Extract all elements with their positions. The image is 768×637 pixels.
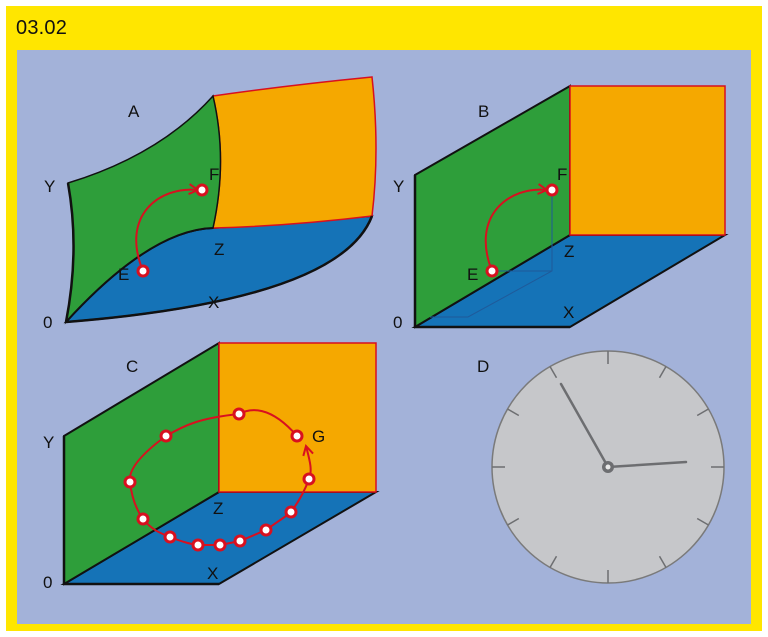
panel-a-f-label: F [209,165,219,184]
panel-c-loop-point [284,505,298,519]
clock-pivot-center [605,464,611,470]
panel-c-x-label: X [207,564,218,583]
panel-b-origin-label: 0 [393,313,402,332]
panel-a-z-edge [65,227,214,323]
panel-d-label: D [477,357,489,376]
clock-tick [658,366,667,379]
panel-c-y-label: Y [43,433,54,452]
panel-b-point-e [485,264,499,278]
panel-b-point-f [545,183,559,197]
clock-tick [696,517,709,526]
panel-a-point-f [195,183,209,197]
panel-c-orange-face [218,342,377,493]
panel-a-e-label: E [118,265,129,284]
panel-c-loop-path [128,409,311,546]
panel-c-g-label: G [312,427,325,446]
panel-a-x-label: X [208,293,219,312]
panel-c-loop-point [302,472,316,486]
panel-c-loop-point [123,475,137,489]
panel-a: A Y 0 Z X E F [43,76,377,332]
panel-a-z-label: Z [214,240,224,259]
panel-b-f-label: F [557,165,567,184]
panel-d: D [477,350,725,584]
panel-c-loop-point [259,523,273,537]
panel-a-origin-label: 0 [43,313,52,332]
panel-c-loop-point [213,538,227,552]
clock-tick [507,517,520,526]
panel-c-origin-label: 0 [43,573,52,592]
clock-tick [658,555,667,568]
panel-c-z-label: Z [213,499,223,518]
panel-b-y-label: Y [393,177,404,196]
panel-a-x-edge [65,215,374,324]
panel-c-label: C [126,357,138,376]
panel-c-loop-points [123,407,316,552]
panel-b: B Y 0 Z X E F [393,84,729,332]
panel-c-loop-point [159,429,173,443]
panel-a-y-label: Y [44,177,55,196]
clock-tick [549,555,558,568]
panel-b-x-label: X [563,303,574,322]
clock-short-hand [606,460,688,469]
panel-b-projection-lines [430,190,553,318]
panel-c-loop-point [191,538,205,552]
panel-b-label: B [478,102,489,121]
panel-a-point-e [136,264,150,278]
panel-c-loop-point [290,429,304,443]
panel-b-path-arrow [484,190,547,272]
panel-a-y-axis [64,182,75,323]
panel-c-loop-point [232,407,246,421]
panel-b-orange-face [569,85,726,236]
panel-c: C Y 0 Z X G [43,341,380,592]
panel-a-path-arrow [135,190,198,272]
panel-c-loop-point [163,530,177,544]
panel-b-e-label: E [467,265,478,284]
panel-c-loop-point [136,512,150,526]
clock-ticks [492,351,724,583]
clock-long-hand [559,382,610,469]
panel-a-label: A [128,102,140,121]
panel-c-loop-point [233,534,247,548]
clock-tick [507,408,520,417]
figure-number: 03.02 [16,17,68,39]
panel-b-z-label: Z [564,242,574,261]
clock-tick [696,408,709,417]
clock-tick [549,366,558,379]
panel-a-orange-face [212,76,377,229]
